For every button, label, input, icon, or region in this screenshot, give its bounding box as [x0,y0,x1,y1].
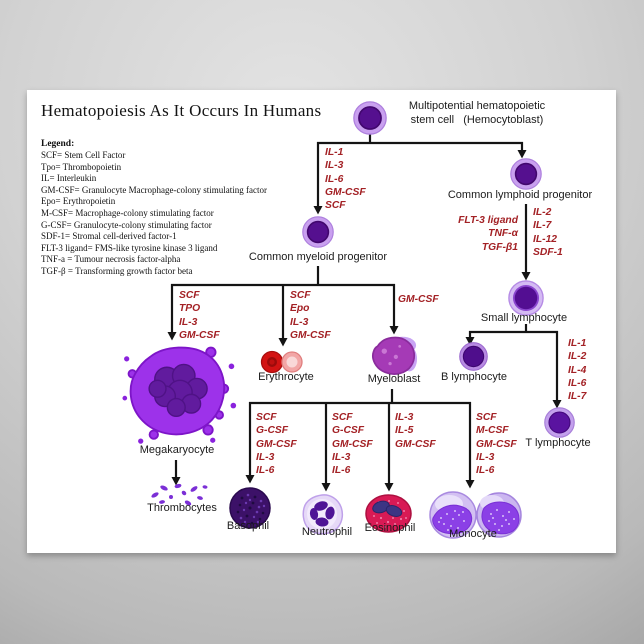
erythrocyte-cells-icon [260,350,303,374]
small-lymphocyte-label: Small lymphocyte [480,312,568,324]
factors-lymphoid-right: IL-2 IL-7 IL-12 SDF-1 [533,207,563,258]
megakaryocyte-label: Megakaryocyte [139,444,215,456]
basophil-cell-icon [229,487,271,529]
lymphoid-progenitor-label: Common lymphoid progenitor [447,189,593,201]
factors-to-basophil: SCF G-CSF GM-CSF IL-3 IL-6 [256,412,297,477]
myeloid-progenitor-cell-icon [302,216,334,248]
eosinophil-cell-icon [365,494,412,533]
thrombocytes-label: Thrombocytes [147,502,217,514]
stem-cell-label: Multipotential hematopoietic stem cell (… [408,100,546,126]
factors-lymphoid-left: FLT-3 ligand TNF-α TGF-β1 [458,215,518,253]
myeloblast-cell-icon [372,336,418,375]
t-lymphocyte-label: T lymphocyte [525,437,591,449]
eosinophil-label: Eosinophil [364,522,416,534]
tree-lines [170,133,559,484]
t-lymphocyte-cell-icon [544,407,575,438]
megakaryocyte-cell-icon [122,346,237,444]
factors-to-myeloblast: GM-CSF [398,294,439,305]
myeloid-progenitor-label: Common myeloid progenitor [248,251,388,263]
monocyte-cells-icon [429,491,522,539]
b-lymphocyte-label: B lymphocyte [440,371,508,383]
arrowheads [167,150,562,492]
small-lymphocyte-cell-icon [508,280,544,316]
lymphoid-progenitor-cell-icon [510,158,542,190]
page-title: Hematopoiesis As It Occurs In Humans [41,101,322,120]
factors-to-megakaryocyte: SCF TPO IL-3 GM-CSF [179,290,220,341]
myeloblast-label: Myeloblast [367,373,421,385]
factors-to-t-lymphocyte: IL-1 IL-2 IL-4 IL-6 IL-7 [568,338,587,403]
stem-cell-icon [353,101,387,135]
erythrocyte-label: Erythrocyte [258,371,314,383]
monocyte-label: Monocyte [449,528,497,540]
thrombocytes-icon [151,483,208,506]
factors-to-eosinophil: IL-3 IL-5 GM-CSF [395,412,436,450]
neutrophil-label: Neutrophil [301,526,353,538]
factors-to-monocyte: SCF M-CSF GM-CSF IL-3 IL-6 [476,412,517,477]
factors-to-erythrocyte: SCF Epo IL-3 GM-CSF [290,290,331,341]
legend-heading: Legend: [41,139,75,149]
legend-entries: SCF= Stem Cell Factor Tpo= Thrombopoieti… [41,150,268,276]
b-lymphocyte-cell-icon [459,342,488,371]
factors-stem-to-myeloid: IL-1 IL-3 IL-6 GM-CSF SCF [325,147,366,212]
factors-to-neutrophil: SCF G-CSF GM-CSF IL-3 IL-6 [332,412,373,477]
basophil-label: Basophil [226,520,270,532]
neutrophil-cell-icon [302,494,344,535]
